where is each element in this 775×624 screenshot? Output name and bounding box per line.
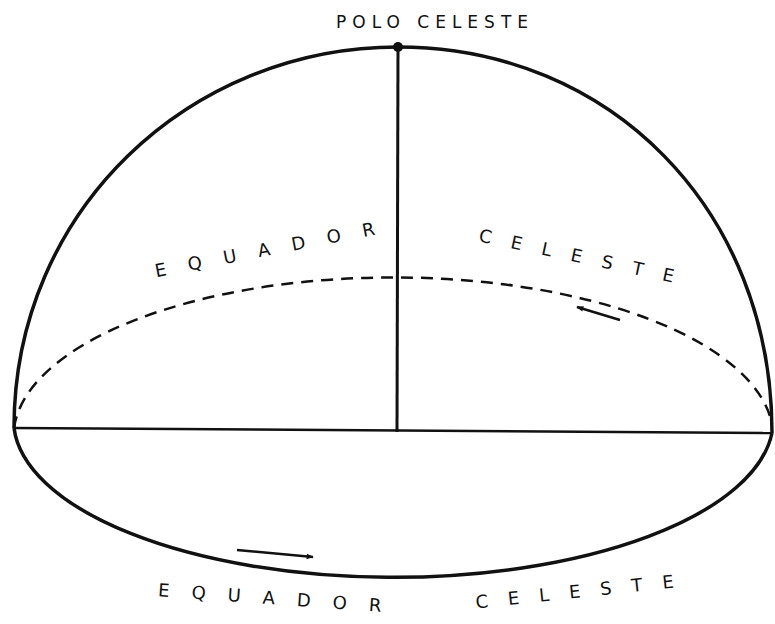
equator-label: CELESTE (475, 571, 695, 612)
equator-back (14, 277, 772, 428)
polar-axis (397, 47, 398, 432)
pole-dot (393, 42, 403, 52)
equator-label: EQUADOR (153, 216, 398, 281)
equator-label: EQUADOR (158, 581, 404, 616)
rotation-arrow (237, 550, 313, 557)
horizontal-diameter (14, 428, 772, 433)
equator-label: CELESTE (477, 226, 695, 289)
hemisphere-outline (14, 47, 772, 433)
rotation-arrow (577, 307, 620, 320)
pole-label: POLO CELESTE (336, 14, 534, 31)
equator-front (14, 428, 772, 577)
